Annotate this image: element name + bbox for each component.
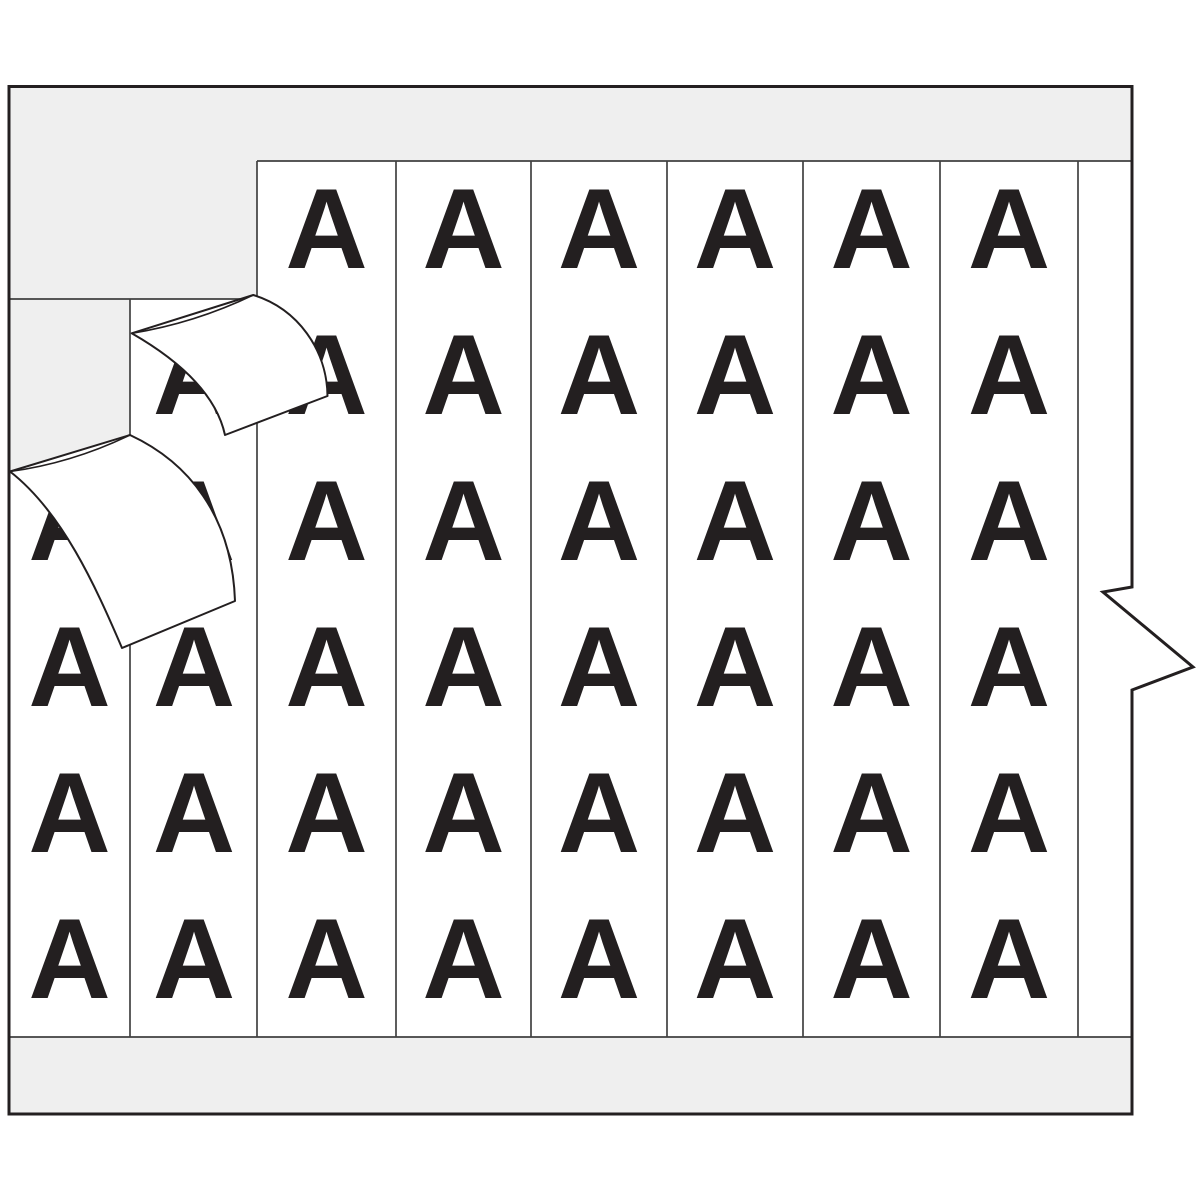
marker-letter: A (968, 604, 1050, 731)
marker-letter: A (830, 166, 912, 293)
marker-letter: A (285, 604, 367, 731)
marker-letter: A (28, 750, 110, 877)
marker-letter: A (422, 750, 504, 877)
marker-letter: A (694, 166, 776, 293)
peeling-label-1 (130, 294, 329, 436)
marker-letter: A (558, 750, 640, 877)
marker-letter: A (830, 896, 912, 1023)
marker-letter: A (28, 604, 110, 731)
marker-letter: A (830, 458, 912, 585)
marker-letter: A (694, 750, 776, 877)
marker-letter: A (558, 166, 640, 293)
peeling-label-1-fold-line (131, 294, 254, 335)
marker-letter: A (830, 312, 912, 439)
marker-letter: A (422, 896, 504, 1023)
marker-letter: A (694, 458, 776, 585)
marker-letter: A (968, 458, 1050, 585)
peeling-label-2-fold-line (9, 434, 131, 473)
exposed-liner (9, 86, 1132, 1114)
marker-letter: A (422, 604, 504, 731)
marker-letter: A (830, 750, 912, 877)
marker-letter: A (968, 896, 1050, 1023)
peeling-label-2 (9, 434, 236, 649)
marker-letter: A (422, 166, 504, 293)
marker-letter: A (558, 896, 640, 1023)
marker-letter: A (694, 604, 776, 731)
marker-letter: A (422, 458, 504, 585)
card-border-with-tear-notch (7, 85, 1196, 1116)
marker-letter: A (153, 896, 235, 1023)
marker-letter: A (694, 312, 776, 439)
marker-letter: A (285, 750, 367, 877)
marker-letter: A (558, 604, 640, 731)
marker-letter: A (285, 458, 367, 585)
marker-letter: A (285, 166, 367, 293)
marker-letter: A (422, 312, 504, 439)
liner-top-band (9, 86, 1132, 161)
marker-letter: A (28, 896, 110, 1023)
marker-letter: A (968, 750, 1050, 877)
liner-strip1-block (9, 299, 130, 472)
marker-letter: A (968, 166, 1050, 293)
marker-letter: A (558, 312, 640, 439)
peeling-label-1-face (130, 294, 329, 436)
marker-letter: A (830, 604, 912, 731)
marker-letter: A (968, 312, 1050, 439)
marker-letter: A (153, 750, 235, 877)
marker-letter: A (558, 458, 640, 585)
liner-bottom-band (9, 1037, 1132, 1114)
peeling-label-2-face (9, 434, 236, 649)
liner-topleft-block (9, 161, 257, 299)
marker-letter: A (285, 896, 367, 1023)
marker-letter: A (694, 896, 776, 1023)
